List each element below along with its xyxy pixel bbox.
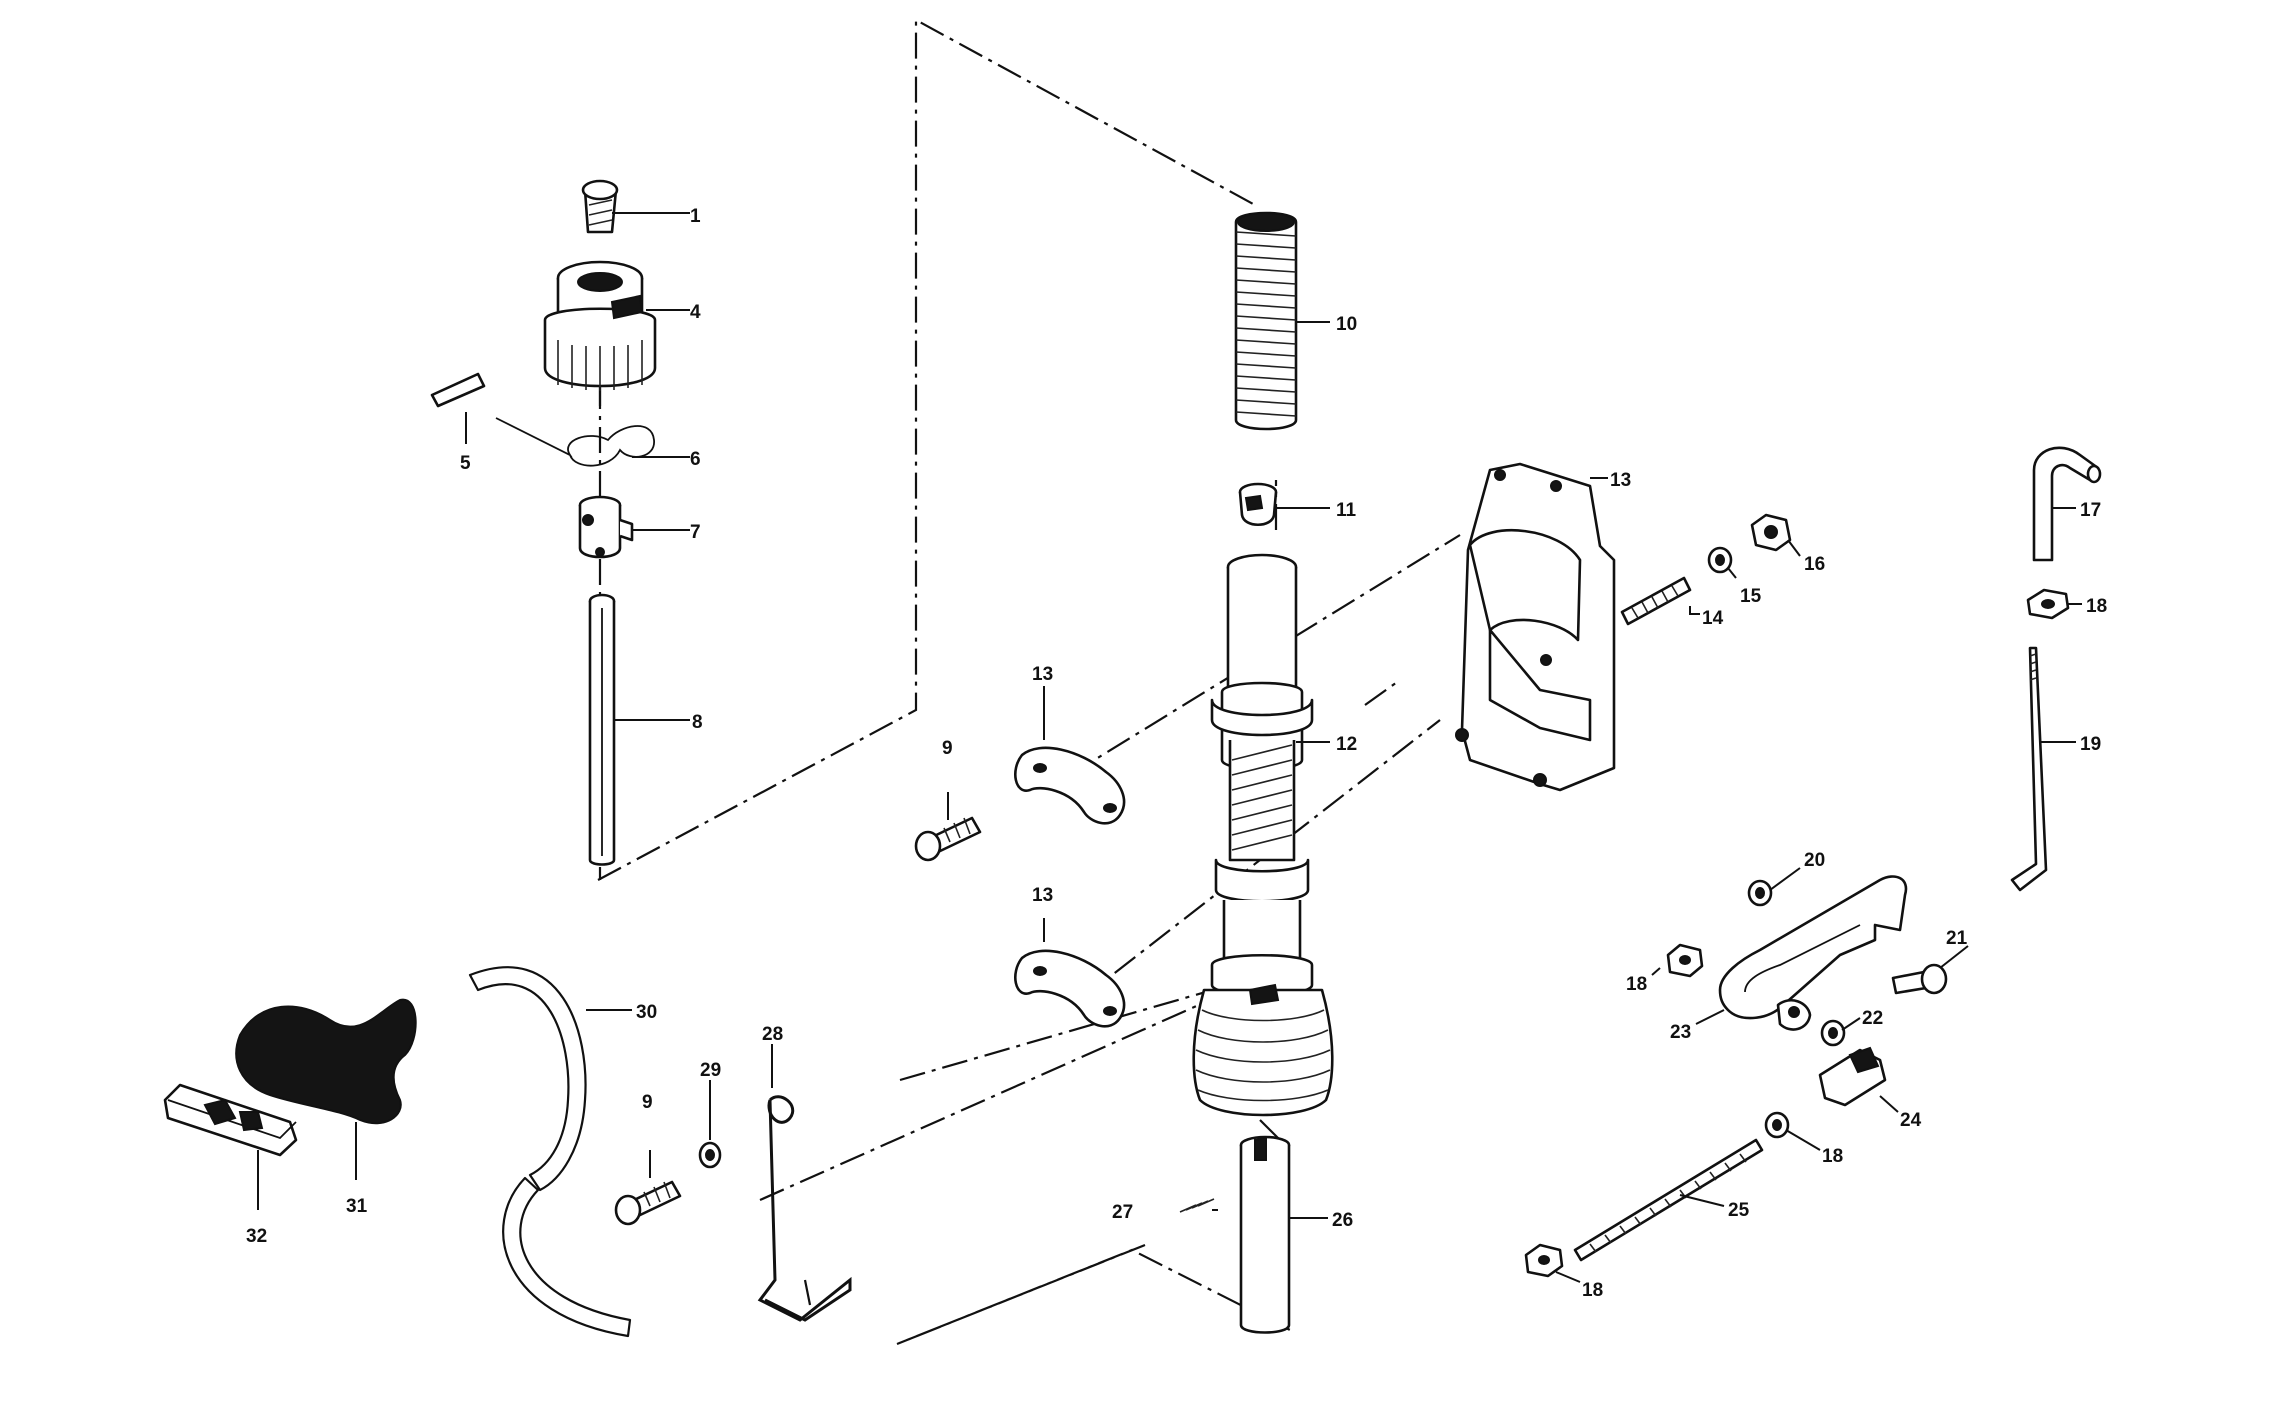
callout-27: 27 <box>1112 1202 1133 1223</box>
callout-18d: 18 <box>1582 1280 1603 1301</box>
callout-29: 29 <box>700 1060 721 1081</box>
screw-part-21 <box>1891 963 1948 995</box>
threaded-rod-part-25 <box>1573 1138 1764 1262</box>
callout-17: 17 <box>2080 500 2101 521</box>
base-block-part-32 <box>163 1083 298 1157</box>
callout-25: 25 <box>1728 1200 1750 1221</box>
callout-26: 26 <box>1332 1210 1353 1231</box>
coupling-part-7 <box>578 495 634 559</box>
spring-clip-part-6 <box>495 417 655 467</box>
callout-labels: 1 4 5 6 7 8 9 9 10 11 12 13 13 13 14 15 … <box>246 206 2107 1301</box>
pin-part-5 <box>430 372 486 408</box>
nut-part-16 <box>1750 513 1792 552</box>
nut-part-18a <box>2026 588 2070 620</box>
callout-20: 20 <box>1804 850 1825 871</box>
nut-part-18b <box>1666 943 1704 978</box>
washer-part-20 <box>1747 879 1773 907</box>
callout-13b: 13 <box>1032 885 1053 906</box>
callout-18a: 18 <box>2086 596 2107 617</box>
handle-grip-part-31 <box>235 998 417 1125</box>
clamp-half-part-13b <box>1014 949 1126 1028</box>
hose-part-30 <box>468 966 632 1338</box>
wire-link-part-28 <box>757 1095 852 1322</box>
callout-24: 24 <box>1900 1110 1922 1131</box>
handle-bar-part-17 <box>2032 446 2102 562</box>
stud-part-14 <box>1620 576 1692 626</box>
screw-part-9b <box>614 1180 682 1226</box>
callout-9b: 9 <box>642 1092 653 1113</box>
column-part-12 <box>1192 553 1334 1117</box>
callout-8: 8 <box>692 712 703 733</box>
gear-collar-part-4 <box>543 260 657 391</box>
washer-part-15 <box>1707 546 1733 574</box>
washer-part-18c <box>1764 1111 1790 1139</box>
callout-18b: 18 <box>1626 974 1647 995</box>
washer-part-22 <box>1820 1019 1846 1047</box>
callout-23: 23 <box>1670 1022 1691 1043</box>
leader-lines <box>257 212 2082 1283</box>
callout-5: 5 <box>460 453 471 474</box>
bushing-part-11 <box>1238 482 1278 527</box>
pin-part-27 <box>1179 1198 1215 1213</box>
callout-1: 1 <box>690 206 701 227</box>
callout-12: 12 <box>1336 734 1357 755</box>
callout-13a: 13 <box>1032 664 1053 685</box>
callout-18c: 18 <box>1822 1146 1843 1167</box>
callout-9a: 9 <box>942 738 953 759</box>
callout-32: 32 <box>246 1226 267 1247</box>
callout-28: 28 <box>762 1024 783 1045</box>
callout-14: 14 <box>1702 608 1724 629</box>
callout-19: 19 <box>2080 734 2101 755</box>
callout-30: 30 <box>636 1002 657 1023</box>
spring-part-10 <box>1234 211 1298 431</box>
assembly-lines <box>597 18 1461 1346</box>
callout-21: 21 <box>1946 928 1968 949</box>
shaft-part-8 <box>588 593 616 866</box>
callout-11: 11 <box>1336 500 1357 521</box>
tube-part-26 <box>1239 1135 1291 1334</box>
screw-part-1 <box>581 179 619 234</box>
rod-part-19 <box>2010 646 2048 892</box>
callout-4: 4 <box>690 302 701 323</box>
screw-part-9a <box>914 816 982 862</box>
callout-22: 22 <box>1862 1008 1883 1029</box>
callout-15: 15 <box>1740 586 1762 607</box>
callout-6: 6 <box>690 449 701 470</box>
callout-7: 7 <box>690 522 701 543</box>
clamp-half-part-13a <box>1014 746 1126 825</box>
nut-part-18d <box>1524 1243 1564 1278</box>
callout-31: 31 <box>346 1196 368 1217</box>
washer-part-29 <box>698 1141 722 1169</box>
callout-16: 16 <box>1804 554 1825 575</box>
link-plate-part-23 <box>1718 875 1908 1031</box>
callout-10: 10 <box>1336 314 1357 335</box>
callout-13c: 13 <box>1610 470 1631 491</box>
clevis-part-24 <box>1818 1046 1887 1107</box>
bracket-part-13c <box>1455 462 1616 792</box>
